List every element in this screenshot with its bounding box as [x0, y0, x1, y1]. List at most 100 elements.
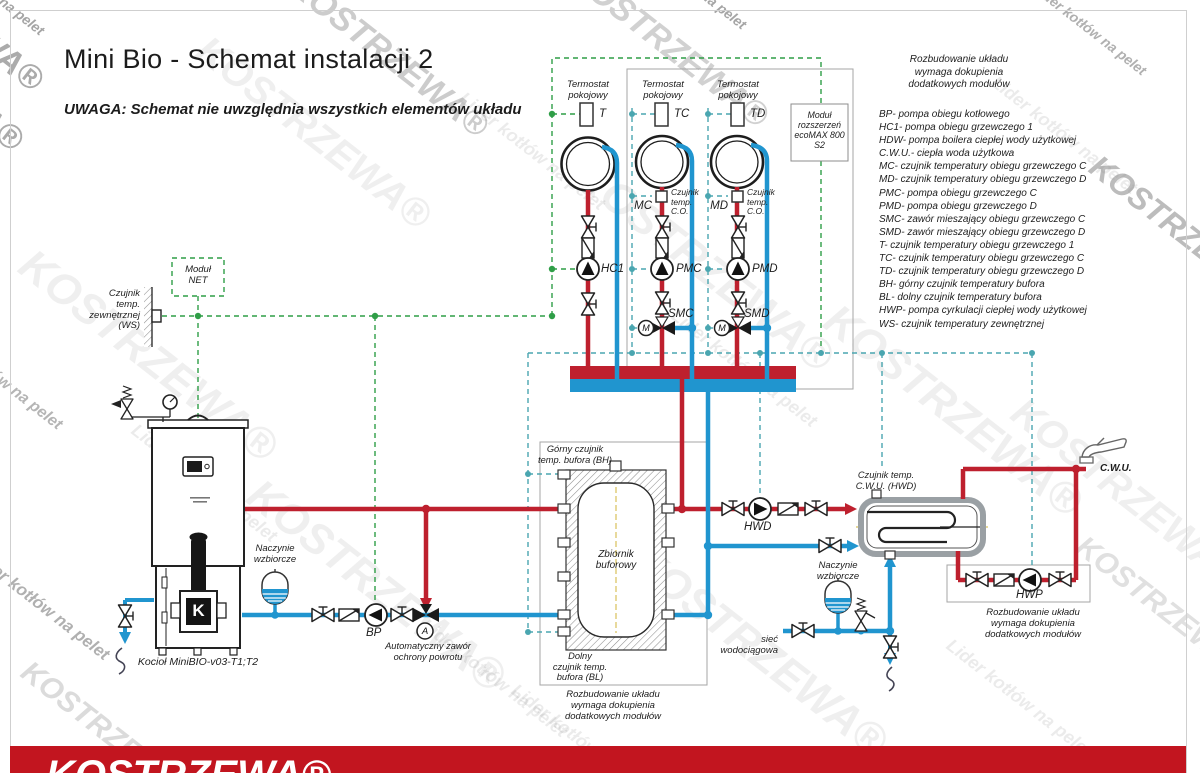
dhw-coil	[867, 510, 957, 544]
sensor-junction-dots	[525, 111, 1035, 635]
pump-hwp-icon	[1018, 568, 1042, 592]
label-md: MD	[710, 200, 728, 212]
page-title: Mini Bio - Schemat instalacji 2	[64, 44, 434, 74]
label-smc: SMC	[668, 308, 694, 320]
motor-smc-icon	[637, 319, 655, 337]
boiler-lid-handle	[187, 414, 209, 421]
legend-note: Rozbudowanie układu wymaga dokupienia do…	[908, 54, 1010, 90]
thermostat-t-icon	[579, 102, 594, 127]
pipes-cold	[123, 142, 893, 655]
dhw-tank	[856, 497, 990, 557]
label-t: T	[599, 108, 607, 120]
valve-icon	[965, 571, 989, 588]
boiler	[147, 414, 249, 656]
expansion-vessel-icon	[824, 577, 852, 614]
wall-hatch	[144, 287, 152, 347]
legend-item: BP- pompa obiegu kotłowego	[879, 109, 1010, 120]
circuit-loop-1	[560, 136, 616, 192]
drain-marks	[115, 647, 895, 692]
faucet-icon	[1079, 437, 1127, 464]
legend-item: HDW- pompa boilera ciepłej wody użytkowe…	[879, 135, 1077, 147]
legend-item: PMD- pompa obiegu grzewczego D	[879, 200, 1037, 212]
legend-item: TC- czujnik temperatury obiegu grzewczeg…	[879, 253, 1085, 265]
boiler-safety-group	[111, 385, 178, 422]
sensor-mc-icon	[655, 190, 668, 203]
brand-bar: KOSTRZEWA®	[10, 746, 1186, 773]
valve-icon	[730, 215, 747, 239]
hwd-sensor-icon	[871, 489, 882, 499]
kostrzewa-logo: KOSTRZEWA®	[46, 753, 331, 773]
net-junction-dots	[194, 110, 556, 320]
buffer-ports	[557, 469, 675, 637]
valve-icon	[390, 606, 414, 623]
modul-rozszerzen-box	[790, 103, 849, 162]
label-termostat-1: Termostat pokojowy	[567, 79, 609, 101]
check-valve-icon	[581, 237, 595, 259]
legend-item: MC- czujnik temperatury obiegu grzewczeg…	[879, 161, 1087, 173]
outdoor-sensor-ws	[144, 287, 162, 347]
manifold-supply-bar	[570, 366, 796, 379]
valve-icon	[818, 537, 842, 554]
valve-icon	[654, 215, 671, 239]
ws-sensor-icon	[151, 309, 162, 323]
label-modul-net: Moduł NET	[185, 264, 211, 286]
label-naczynie-1: Naczynie wzbiorcze	[253, 543, 297, 565]
valve-icon	[791, 622, 815, 639]
drain-valve-icon	[117, 604, 134, 628]
legend-item: BH- górny czujnik temperatury bufora	[879, 279, 1045, 291]
legend-item: SMD- zawór mieszający obiegu grzewczego …	[879, 226, 1086, 238]
page-subtitle: UWAGA: Schemat nie uwzględnia wszystkich…	[64, 101, 522, 118]
sensor-wiring	[527, 108, 1033, 633]
label-mc: MC	[634, 200, 652, 212]
motor-letter: M	[718, 323, 726, 333]
pump-pmd-icon	[726, 257, 750, 281]
expansion-vessel-icon	[261, 568, 289, 605]
legend-item: T- czujnik temperatury obiegu grzewczego…	[879, 239, 1075, 251]
valve-icon	[721, 500, 745, 517]
legend-item: WS- czujnik temperatury zewnętrznej	[879, 318, 1045, 330]
auto-valve-a-icon	[416, 622, 434, 640]
label-rozbudowa-hwp: Rozbudowanie układu wymaga dokupienia do…	[984, 607, 1082, 640]
valve-icon	[580, 215, 597, 239]
pump-bp-icon	[364, 603, 388, 627]
label-naczynie-2: Naczynie wzbiorcze	[816, 560, 860, 582]
pump-hwd-icon	[748, 497, 772, 521]
flow-arrow-cold	[847, 540, 859, 552]
pump-hc1-icon	[576, 257, 600, 281]
modul-net-box	[171, 257, 225, 297]
valve-icon	[311, 606, 335, 623]
label-hwd: HWD	[744, 521, 772, 533]
safety-valve-icon	[854, 597, 868, 632]
label-czujnik-zewnetrznej: Czujnik temp. zewnętrznej (WS)	[89, 288, 140, 332]
check-valve-icon	[731, 237, 745, 259]
return-protection-valve-icon	[413, 604, 439, 622]
hwp-zone-box	[946, 564, 1091, 603]
legend-item: HC1- pompa obiegu grzewczego 1	[879, 122, 1033, 134]
label-smd: SMD	[744, 308, 770, 320]
dhw-ports	[871, 489, 896, 560]
drain-valve-icon	[882, 635, 899, 659]
label-modul-rozszerzen: Moduł rozszerzeń ecoMAX 800 S2	[794, 110, 845, 151]
thermostat-td-icon	[730, 102, 745, 127]
boiler-auger	[191, 536, 206, 598]
flow-arrow-hot	[845, 503, 857, 515]
motor-smd-icon	[713, 319, 731, 337]
label-czujnik-co-d: Czujnik temp. C.O.	[747, 187, 775, 217]
legend-item: SMC- zawór mieszający obiegu grzewczego …	[879, 213, 1086, 225]
valve-icon	[804, 500, 828, 517]
legend-item: C.W.U.- ciepła woda użytkowa	[879, 148, 1015, 160]
burner-logo-letter: K	[192, 601, 205, 620]
legend-item: BL- dolny czujnik temperatury bufora	[879, 292, 1042, 304]
page-border-left	[10, 10, 11, 773]
label-pmd: PMD	[752, 263, 778, 275]
label-td: TD	[750, 108, 766, 120]
sensors	[579, 102, 745, 203]
check-valve-icon	[993, 573, 1015, 587]
label-bl: Dolny czujnik temp. bufora (BL)	[552, 651, 608, 683]
label-auto-zawor: Automatyczny zawór ochrony powrotu	[385, 641, 471, 662]
relief-arrow-icon	[111, 400, 121, 408]
page-border-top	[10, 10, 1186, 11]
label-bh: Górny czujnik temp. bufora (BH)	[538, 444, 612, 465]
safety-valve-icon	[120, 385, 134, 420]
